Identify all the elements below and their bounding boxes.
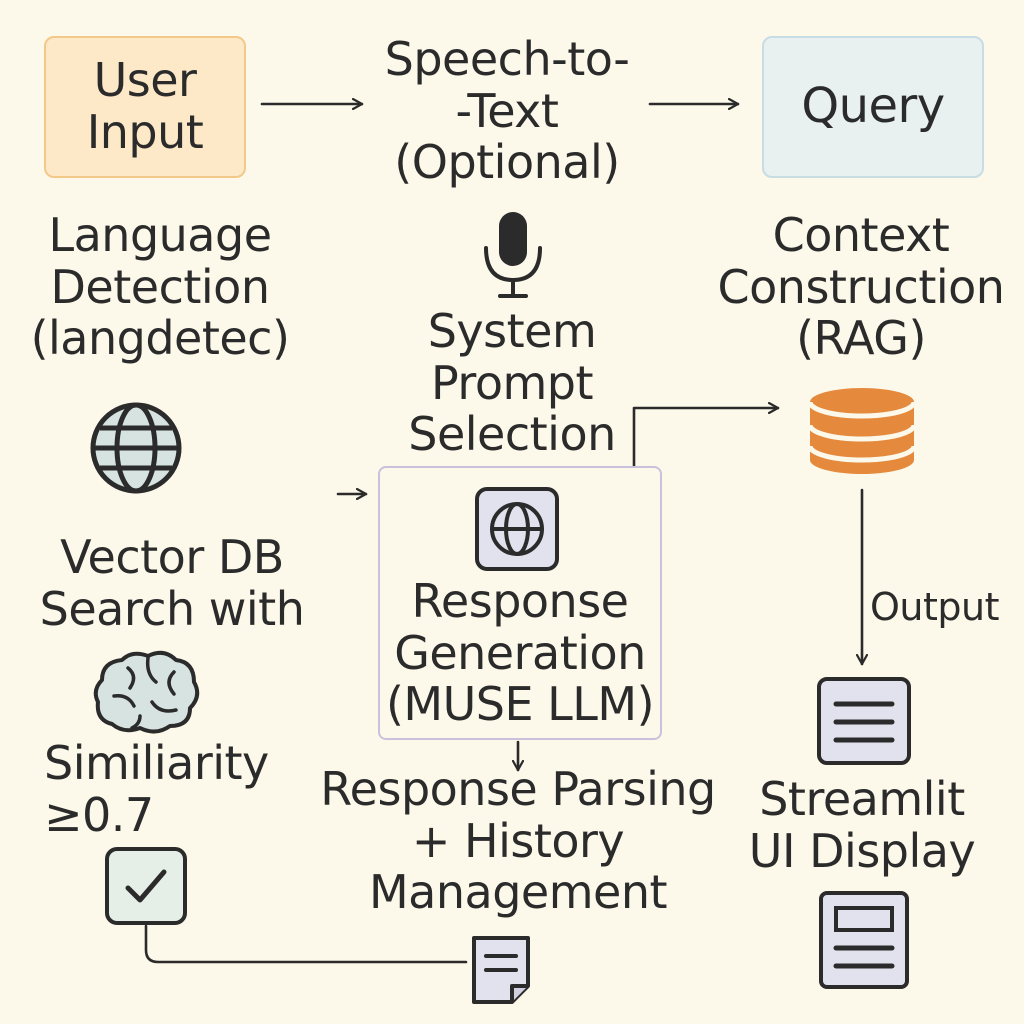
list-document-icon [817, 677, 911, 765]
database-icon [807, 388, 917, 474]
speech-to-text-label: Speech-to- -Text (Optional) [384, 32, 630, 190]
ui-window-icon [819, 891, 909, 989]
similarity-label: Similiarity ≥0.7 [44, 736, 269, 842]
response-generation-box: Response Generation (MUSE LLM) [378, 466, 662, 740]
context-construction-label: Context Construction (RAG) [717, 208, 1005, 366]
globe-box-icon [475, 487, 559, 571]
user-input-box: User Input [44, 36, 246, 178]
query-label: Query [801, 78, 945, 135]
document-icon [472, 936, 530, 1004]
response-generation-label: Response Generation (MUSE LLM) [385, 574, 655, 732]
response-parsing-label: Response Parsing + History Management [320, 762, 716, 920]
query-box: Query [762, 36, 984, 178]
arrow-prompt-to-context [632, 408, 780, 468]
microphone-icon [484, 212, 542, 298]
user-input-label: User Input [86, 53, 204, 159]
streamlit-ui-label: Streamlit UI Display [748, 772, 976, 878]
system-prompt-label: System Prompt Selection [408, 304, 616, 462]
checkbox-icon [105, 847, 187, 925]
brain-icon [93, 650, 200, 734]
output-edge-label: Output [870, 585, 1000, 629]
globe-icon [90, 402, 182, 494]
vector-db-label: Vector DB Search with [39, 530, 305, 636]
line-similarity-to-document [144, 924, 468, 964]
language-detection-label: Language Detection (langdetec) [30, 208, 290, 366]
